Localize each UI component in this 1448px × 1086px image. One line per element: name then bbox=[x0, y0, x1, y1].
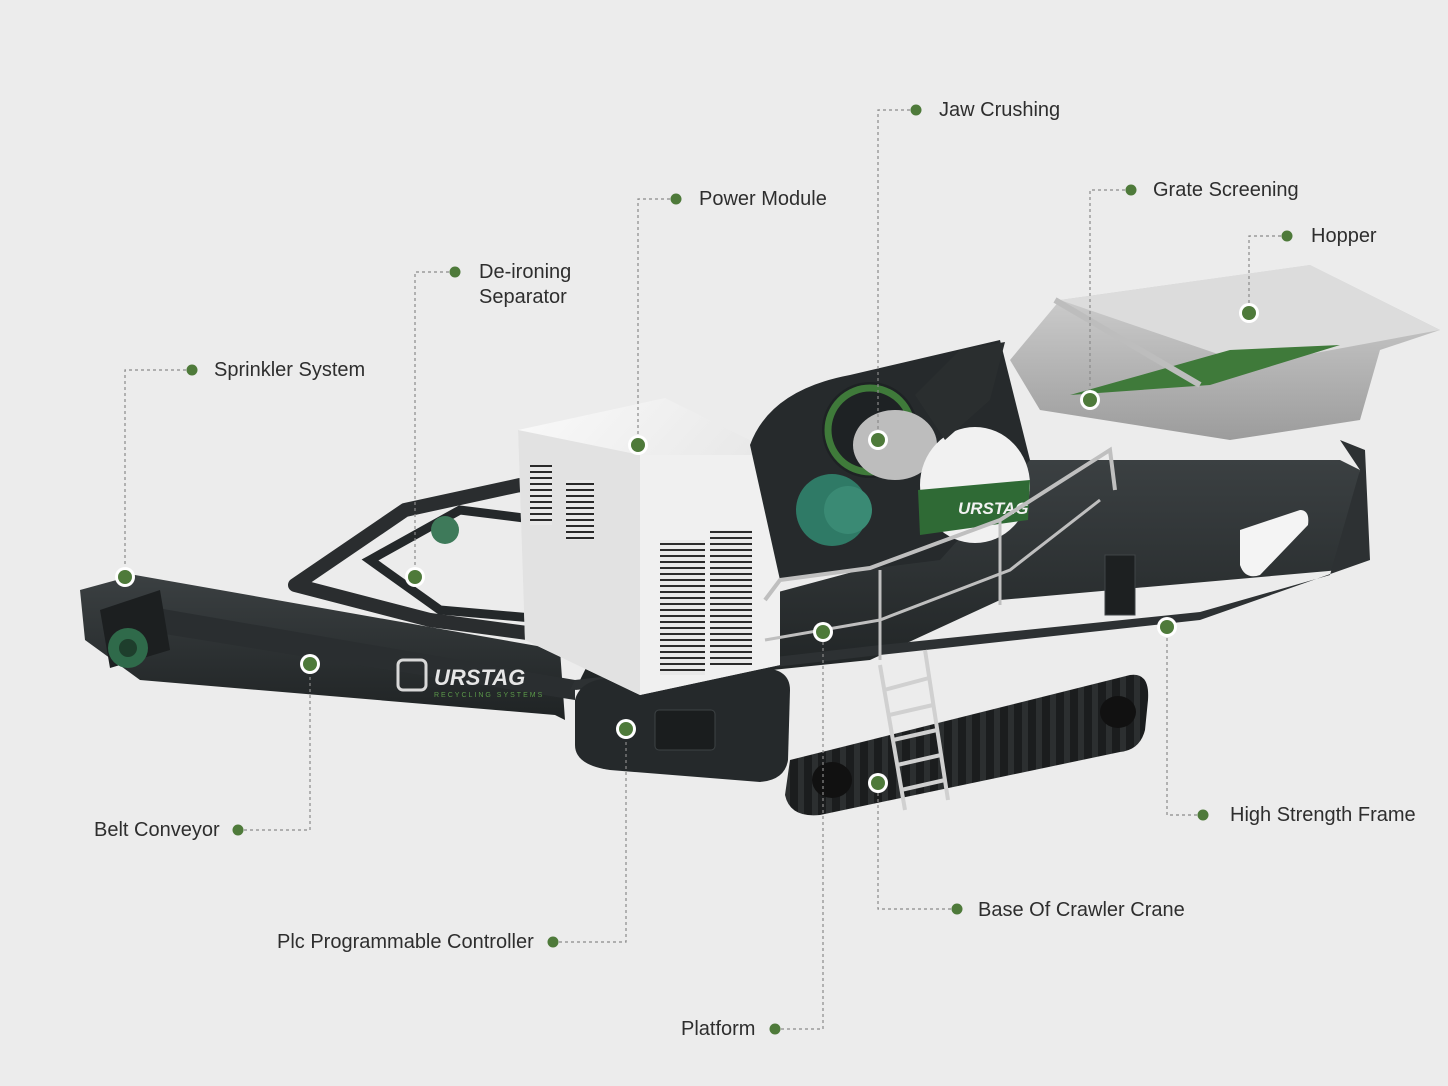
leader-line-power-module bbox=[637, 198, 676, 445]
hotspot-dot-high-strength-frame bbox=[1160, 620, 1174, 634]
label-dot-base-crawler-crane bbox=[951, 903, 963, 915]
power-module-box bbox=[518, 398, 780, 695]
leader-line-belt-conveyor bbox=[238, 664, 311, 831]
crawler-track bbox=[785, 674, 1149, 816]
label-hopper: Hopper bbox=[1311, 225, 1377, 247]
label-base-crawler-crane: Base Of Crawler Crane bbox=[978, 899, 1185, 921]
label-power-module: Power Module bbox=[699, 188, 827, 210]
label-dot-platform bbox=[769, 1023, 781, 1035]
hotspot-dot-grate-screening bbox=[1083, 393, 1097, 407]
label-sprinkler-system: Sprinkler System bbox=[214, 359, 366, 381]
hotspot-dot-hopper bbox=[1242, 306, 1256, 320]
conveyor-frame: URSTAG RECYCLING SYSTEMS bbox=[80, 478, 587, 720]
hotspot-dot-jaw-crushing bbox=[871, 433, 885, 447]
label-dot-high-strength-frame bbox=[1197, 809, 1209, 821]
label-high-strength-frame: High Strength Frame bbox=[1230, 804, 1416, 826]
label-dot-de-ironing bbox=[449, 266, 461, 278]
label-dot-sprinkler-system bbox=[186, 364, 198, 376]
conveyor-logo-subtext: RECYCLING SYSTEMS bbox=[434, 692, 544, 699]
leader-lines bbox=[124, 109, 1287, 1030]
leader-line-plc-controller bbox=[553, 729, 627, 943]
hotspot-dot-belt-conveyor bbox=[303, 657, 317, 671]
label-plc-controller: Plc Programmable Controller bbox=[277, 931, 534, 953]
label-de-ironing-line2: Separator bbox=[479, 286, 567, 308]
label-belt-conveyor: Belt Conveyor bbox=[94, 819, 220, 841]
label-dot-hopper bbox=[1281, 230, 1293, 242]
label-dot-grate-screening bbox=[1125, 184, 1137, 196]
label-de-ironing-line1: De-ironing bbox=[479, 261, 572, 283]
leader-line-base-crawler-crane bbox=[877, 783, 957, 910]
hotspot-dot-de-ironing bbox=[408, 570, 422, 584]
label-jaw-crushing: Jaw Crushing bbox=[939, 99, 1061, 121]
hotspot-dot-power-module bbox=[631, 438, 645, 452]
label-de-ironing-separator: De-ironing Separator bbox=[479, 260, 619, 310]
leader-line-de-ironing bbox=[414, 271, 455, 577]
jaw-crusher: URSTAG bbox=[750, 340, 1030, 580]
leader-line-hopper bbox=[1248, 235, 1287, 313]
hotspot-dot-base-crawler-crane bbox=[871, 776, 885, 790]
leader-line-jaw-crushing bbox=[877, 109, 916, 440]
leader-line-sprinkler-system bbox=[124, 369, 192, 577]
hotspot-dot-plc-controller bbox=[619, 722, 633, 736]
label-dot-jaw-crushing bbox=[910, 104, 922, 116]
label-platform: Platform bbox=[681, 1018, 756, 1040]
label-dot-plc-controller bbox=[547, 936, 559, 948]
callout-markers bbox=[115, 104, 1293, 1035]
conveyor-logo-text: URSTAG bbox=[434, 665, 525, 690]
label-dot-power-module bbox=[670, 193, 682, 205]
leader-line-platform bbox=[775, 632, 824, 1030]
label-grate-screening: Grate Screening bbox=[1153, 179, 1299, 201]
label-dot-belt-conveyor bbox=[232, 824, 244, 836]
leader-line-high-strength-frame bbox=[1166, 627, 1203, 816]
leader-line-grate-screening bbox=[1089, 189, 1131, 400]
hotspot-dot-sprinkler-system bbox=[118, 570, 132, 584]
hopper bbox=[1010, 265, 1440, 440]
hotspot-dot-platform bbox=[816, 625, 830, 639]
